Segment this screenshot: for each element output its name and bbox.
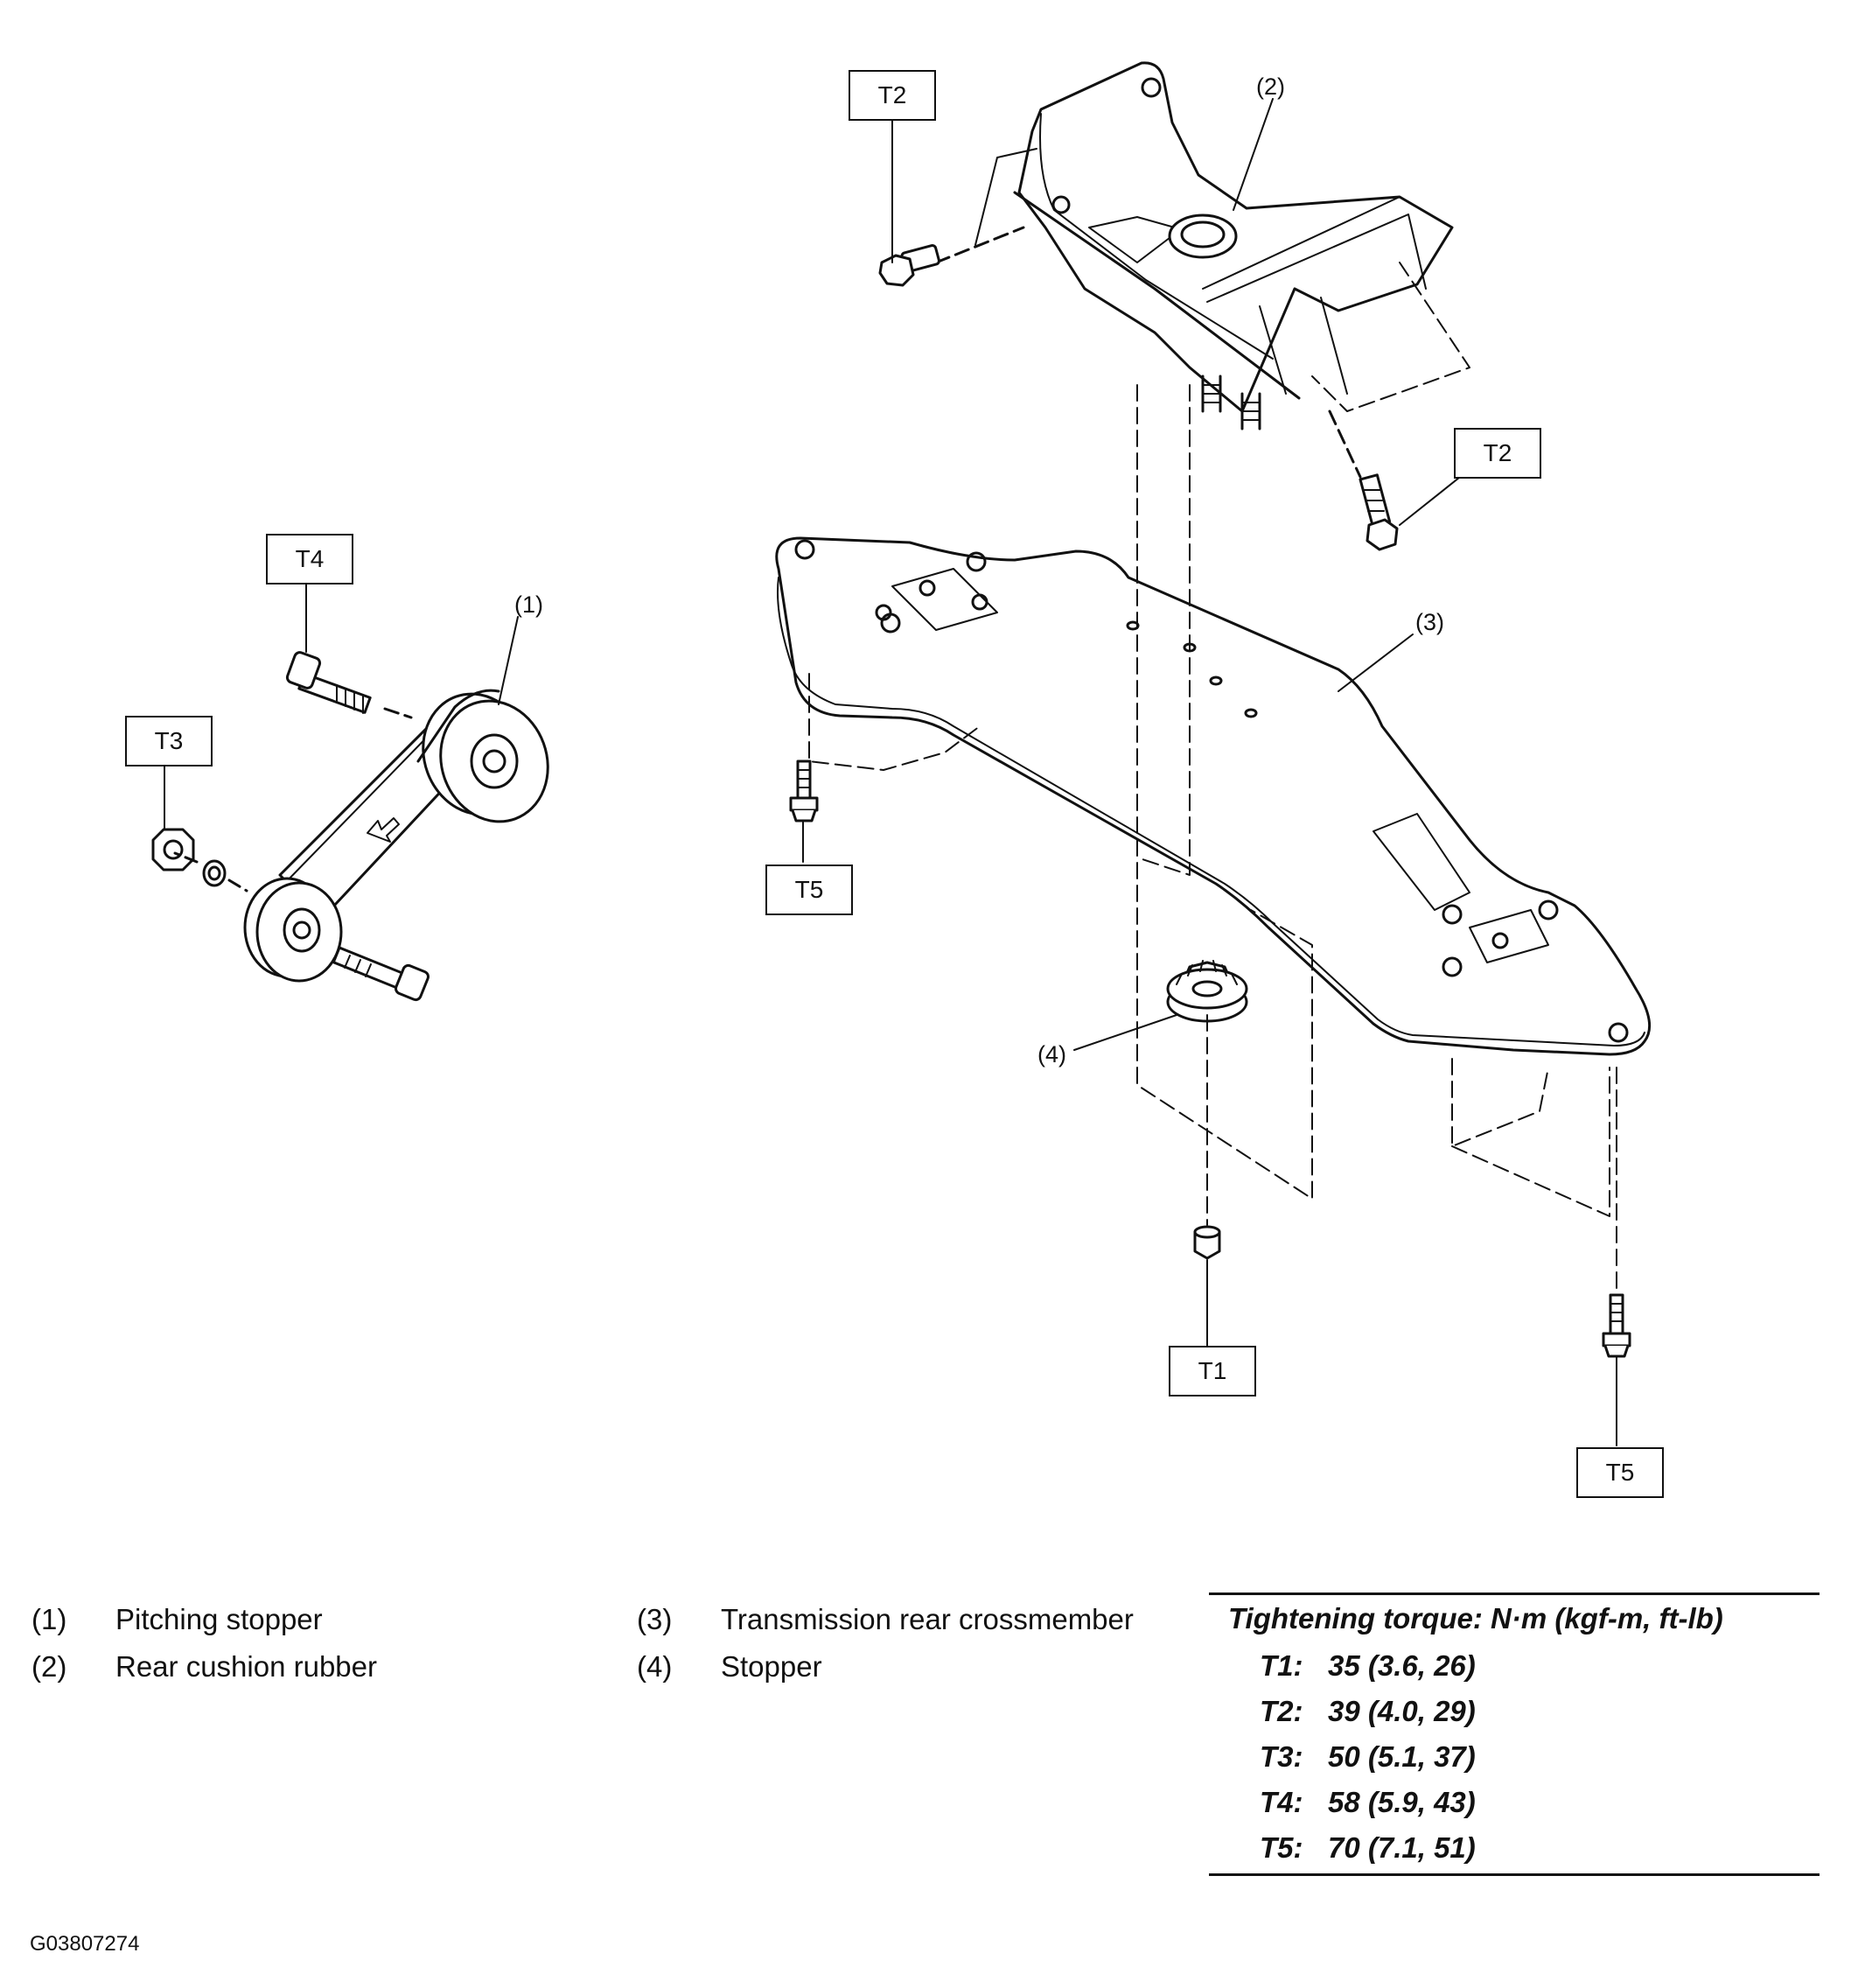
bolt-t5-left bbox=[789, 760, 819, 822]
bolt-t2-right bbox=[1328, 410, 1399, 551]
torque-row-t3: T3: 50 (5.1, 37) bbox=[1260, 1740, 1476, 1774]
torque-value: 58 (5.9, 43) bbox=[1328, 1786, 1476, 1818]
torque-key: T2: bbox=[1260, 1695, 1303, 1727]
torque-box-t2-top: T2 bbox=[849, 70, 936, 121]
torque-box-t4: T4 bbox=[266, 534, 353, 584]
torque-row-t4: T4: 58 (5.9, 43) bbox=[1260, 1786, 1476, 1819]
torque-key: T3: bbox=[1260, 1740, 1303, 1773]
torque-table-title: Tightening torque: N·m (kgf-m, ft-lb) bbox=[1228, 1602, 1723, 1634]
callout-4: (4) bbox=[1037, 1041, 1066, 1068]
callout-2: (2) bbox=[1256, 74, 1285, 100]
callout-3: (3) bbox=[1415, 609, 1444, 635]
torque-row-t5: T5: 70 (7.1, 51) bbox=[1260, 1831, 1476, 1865]
torque-value: 70 (7.1, 51) bbox=[1328, 1831, 1476, 1864]
torque-key: T5: bbox=[1260, 1831, 1303, 1864]
transmission-rear-crossmember-part bbox=[775, 384, 1652, 1217]
legend-num: (4) bbox=[637, 1650, 673, 1683]
mount-assembly-drawing bbox=[151, 61, 1652, 1446]
torque-row-t2: T2: 39 (4.0, 29) bbox=[1260, 1695, 1476, 1728]
stopper-part bbox=[1166, 960, 1248, 1260]
torque-box-t5-right: T5 bbox=[1576, 1447, 1664, 1498]
torque-value: 50 (5.1, 37) bbox=[1328, 1740, 1476, 1773]
torque-box-t3: T3 bbox=[125, 716, 213, 766]
torque-value: 39 (4.0, 29) bbox=[1328, 1695, 1476, 1727]
torque-box-t5-left: T5 bbox=[765, 864, 853, 915]
legend-label: Stopper bbox=[721, 1650, 822, 1683]
bolt-t2-top bbox=[878, 244, 940, 287]
rear-cushion-rubber-part bbox=[934, 61, 1470, 430]
figure-id: G03807274 bbox=[30, 1932, 140, 1956]
leader-lines bbox=[164, 98, 1617, 1446]
legend-label: Pitching stopper bbox=[115, 1603, 323, 1635]
torque-key: T1: bbox=[1260, 1649, 1303, 1682]
legend-num: (3) bbox=[637, 1603, 673, 1635]
legend-label: Transmission rear crossmember bbox=[721, 1603, 1134, 1635]
legend-num: (2) bbox=[31, 1650, 67, 1683]
callout-1: (1) bbox=[514, 592, 543, 618]
legend-label: Rear cushion rubber bbox=[115, 1650, 377, 1683]
torque-key: T4: bbox=[1260, 1786, 1303, 1818]
pitching-stopper-part bbox=[151, 651, 549, 1002]
torque-row-t1: T1: 35 (3.6, 26) bbox=[1260, 1649, 1476, 1683]
torque-box-t1: T1 bbox=[1169, 1346, 1256, 1396]
torque-value: 35 (3.6, 26) bbox=[1328, 1649, 1476, 1682]
bolt-t5-right bbox=[1602, 1067, 1631, 1358]
torque-table: Tightening torque: N·m (kgf-m, ft-lb) T1… bbox=[1209, 1592, 1820, 1876]
torque-box-t2-right: T2 bbox=[1454, 428, 1541, 479]
exploded-view-diagram: (1) (2) (3) (4) T2 T2 T4 T3 T5 T1 T5 bbox=[125, 61, 1664, 1498]
legend-num: (1) bbox=[31, 1603, 67, 1635]
